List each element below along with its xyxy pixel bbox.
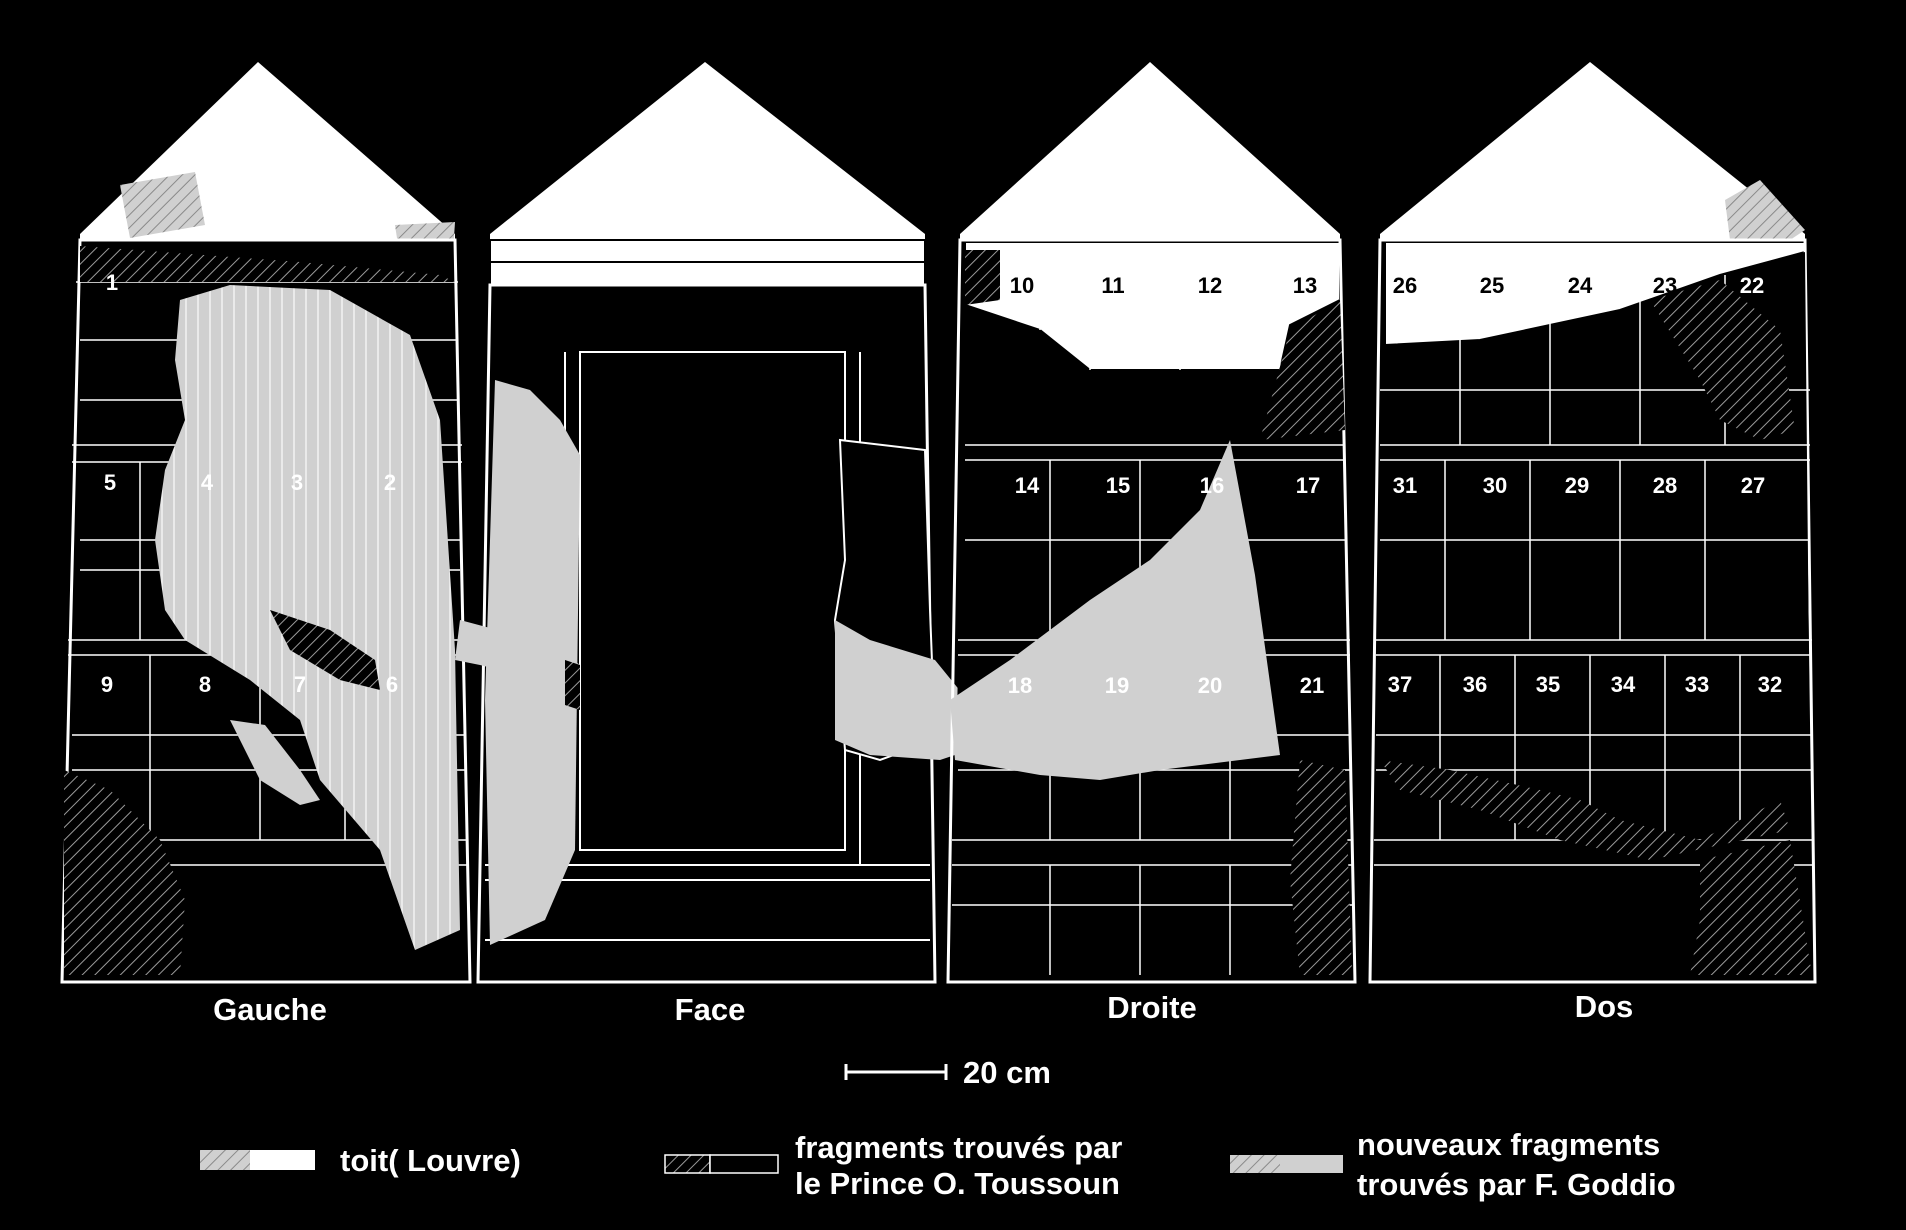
label-dos: Dos [1575, 989, 1634, 1024]
gauche-cell-6: 6 [386, 672, 398, 697]
dos-cell-25: 25 [1480, 273, 1504, 298]
droite-cell-16: 16 [1200, 473, 1224, 498]
gauche-cell-7: 7 [294, 672, 306, 697]
legend: toit( Louvre) fragments trouvés par le P… [200, 1127, 1676, 1202]
label-face: Face [675, 992, 746, 1027]
droite-cell-12: 12 [1198, 273, 1222, 298]
gauche-goddio-fragment-lower [230, 720, 320, 805]
dos-cell-22: 22 [1740, 273, 1764, 298]
dos-cell-26: 26 [1393, 273, 1417, 298]
gauche-toussoun-fragment-mid [270, 610, 380, 690]
scale-bar: 20 cm [844, 1055, 1051, 1090]
scale-label: 20 cm [963, 1055, 1051, 1090]
dos-cell-23: 23 [1653, 273, 1677, 298]
gauche-toussoun-fragment-left [64, 770, 185, 975]
face-droite: 10 11 12 13 14 15 16 17 18 19 20 21 [946, 62, 1357, 984]
legend-toussoun: fragments trouvés par le Prince O. Touss… [664, 1130, 1122, 1201]
dos-cell-36: 36 [1463, 672, 1487, 697]
gauche-goddio-fragment [155, 285, 460, 950]
droite-cell-17: 17 [1296, 473, 1320, 498]
face-goddio-fragment-band [455, 620, 580, 690]
droite-cell-11: 11 [1101, 273, 1124, 298]
face-toussoun-fragment [565, 660, 580, 710]
dos-cell-28: 28 [1653, 473, 1677, 498]
dos-toussoun-fragment-top [1650, 280, 1795, 440]
dos-cell-24: 24 [1568, 273, 1593, 298]
droite-cell-14: 14 [1015, 473, 1040, 498]
face-roof [490, 62, 925, 240]
face-body [476, 283, 937, 984]
dos-toussoun-fragment-band [1380, 760, 1790, 860]
face-dos: 26 25 24 23 22 31 30 29 28 27 37 36 35 3… [1368, 62, 1817, 984]
dos-cell-31: 31 [1393, 473, 1417, 498]
legend-toit-label: toit( Louvre) [340, 1143, 521, 1178]
droite-cell-18: 18 [1008, 673, 1032, 698]
label-droite: Droite [1107, 990, 1197, 1025]
droite-body [946, 238, 1357, 984]
legend-goddio: nouveaux fragments trouvés par F. Goddio [1230, 1127, 1676, 1202]
gauche-roof-fragment [120, 172, 205, 238]
droite-cell-10: 10 [1010, 273, 1034, 298]
legend-goddio-swatch [1280, 1155, 1343, 1173]
droite-cell-15: 15 [1106, 473, 1130, 498]
gauche-cell-9: 9 [101, 672, 113, 697]
droite-roof [960, 62, 1340, 240]
dos-roof-fragment [1725, 180, 1805, 240]
legend-goddio-swatch-hatch [1230, 1155, 1280, 1173]
dos-cell-32: 32 [1758, 672, 1782, 697]
dos-body [1368, 238, 1817, 984]
legend-toit-swatch [250, 1150, 315, 1170]
droite-cell-21: 21 [1300, 673, 1324, 698]
legend-toussoun-swatch-hatch [664, 1154, 711, 1174]
face-gauche: 1 5 4 3 2 9 8 7 6 [60, 62, 472, 984]
label-gauche: Gauche [213, 992, 327, 1027]
gauche-cell-3: 3 [291, 470, 303, 495]
dos-cell-29: 29 [1565, 473, 1589, 498]
legend-toussoun-swatch [709, 1154, 779, 1174]
legend-toit: toit( Louvre) [200, 1143, 521, 1178]
gauche-cell-8: 8 [199, 672, 211, 697]
droite-toussoun-fragment-right [1260, 300, 1345, 440]
gauche-cell-4: 4 [201, 470, 214, 495]
droite-toussoun-fragment-top [965, 250, 1000, 305]
gauche-cell-2: 2 [384, 470, 396, 495]
dos-cell-27: 27 [1741, 473, 1765, 498]
dos-cell-34: 34 [1611, 672, 1636, 697]
gauche-cell-1: 1 [106, 270, 118, 295]
droite-goddio-fragment [950, 440, 1280, 780]
droite-toussoun-fragment-bottom [1290, 760, 1352, 975]
dos-toussoun-fragment-bottom [1690, 840, 1812, 975]
droite-cell-20: 20 [1198, 673, 1222, 698]
dos-roof [1380, 62, 1805, 240]
gauche-toussoun-fragment-top [80, 246, 455, 282]
dos-cell-33: 33 [1685, 672, 1709, 697]
dos-cell-37: 37 [1388, 672, 1412, 697]
legend-toussoun-label-1: fragments trouvés par [795, 1130, 1122, 1165]
legend-goddio-label-2: trouvés par F. Goddio [1357, 1167, 1676, 1202]
legend-toussoun-label-2: le Prince O. Toussoun [795, 1166, 1120, 1201]
legend-goddio-label-1: nouveaux fragments [1357, 1127, 1660, 1162]
dos-cell-30: 30 [1483, 473, 1507, 498]
droite-cell-13: 13 [1293, 273, 1317, 298]
dos-cell-35: 35 [1536, 672, 1560, 697]
gauche-cell-5: 5 [104, 470, 116, 495]
droite-cell-19: 19 [1105, 673, 1129, 698]
face-face [455, 62, 1000, 984]
legend-toit-swatch-hatch [200, 1150, 250, 1170]
